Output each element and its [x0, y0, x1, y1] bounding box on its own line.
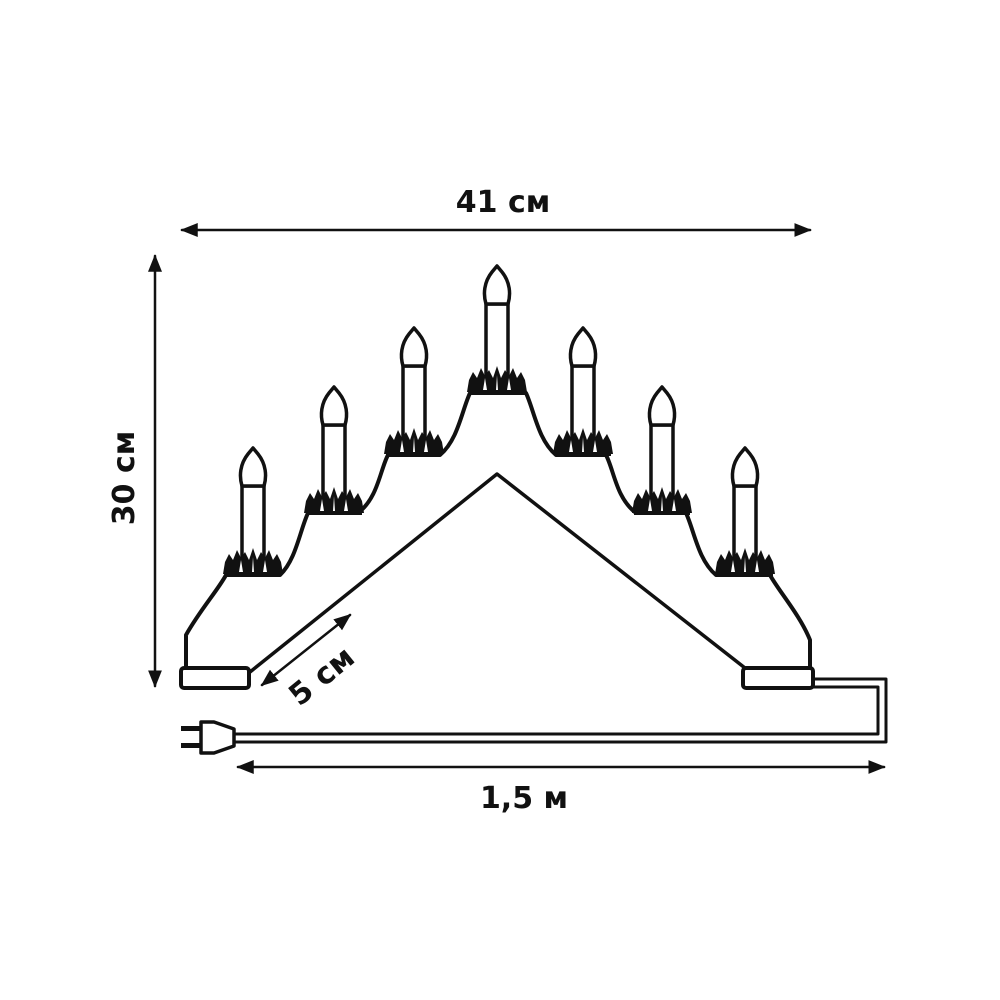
candle-5: [551, 326, 615, 456]
left-foot: [179, 666, 251, 690]
width-label: 41 см: [456, 185, 551, 220]
candle-2: [302, 385, 366, 515]
right-foot: [741, 666, 815, 690]
candle-6: [630, 385, 694, 515]
cable-length-dimension: 1,5 м: [236, 760, 886, 816]
candle-7: [713, 446, 777, 576]
power-cable: [181, 677, 888, 755]
depth-label: 5 см: [282, 640, 361, 714]
height-dimension: 30 см: [107, 254, 162, 688]
height-label: 30 см: [107, 431, 142, 526]
depth-arrow: [260, 613, 352, 687]
depth-dimension: 5 см: [260, 613, 362, 714]
plug-icon: [181, 720, 236, 755]
candle-3: [382, 326, 446, 456]
width-dimension: 41 см: [180, 185, 812, 237]
candle-bridge-body: [179, 391, 815, 690]
candle-4: [465, 264, 529, 394]
cable-length-label: 1,5 м: [480, 781, 568, 816]
candle-1: [221, 446, 285, 576]
